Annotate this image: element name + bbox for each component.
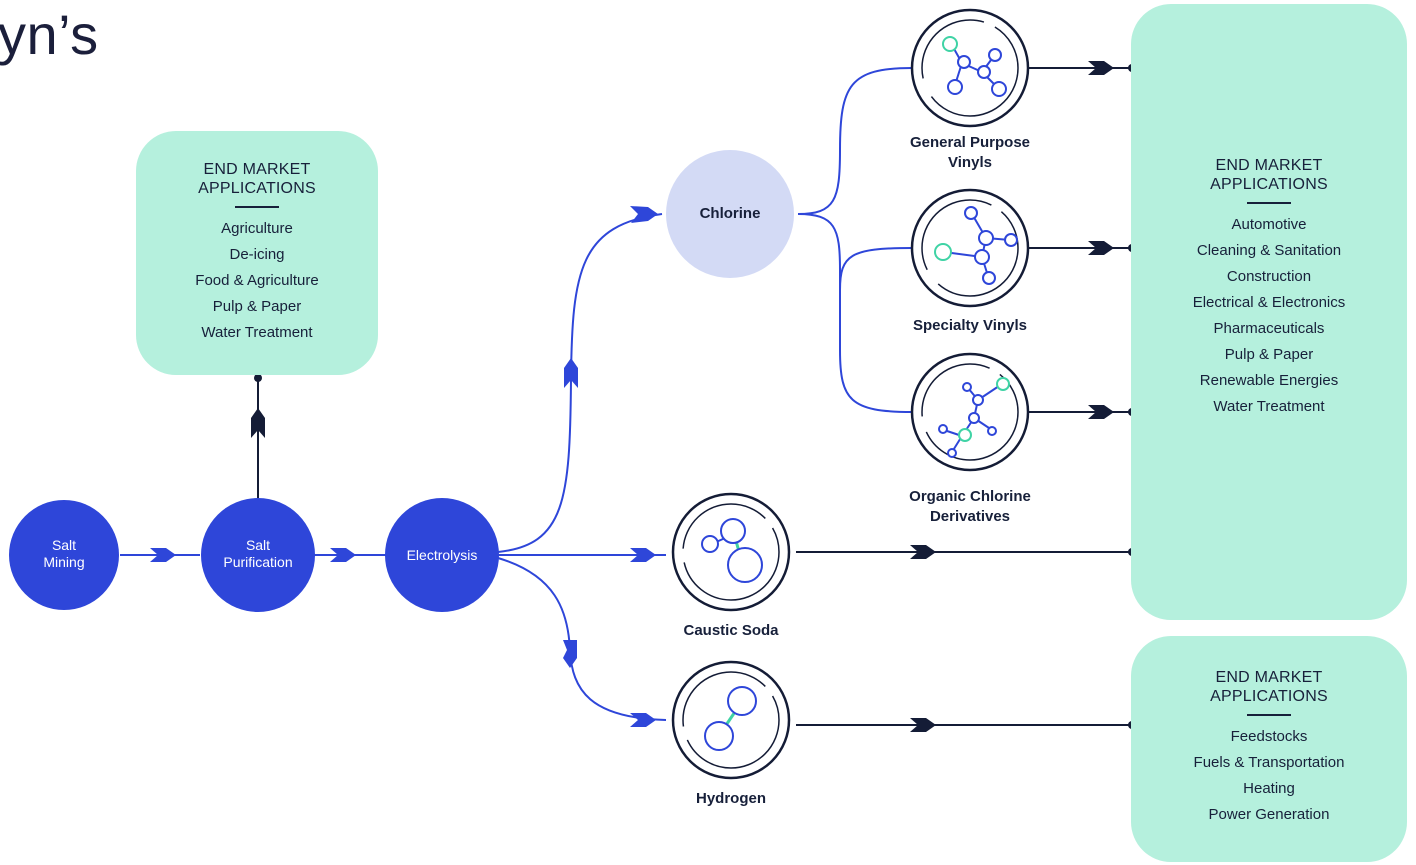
panel-item: Water Treatment [201,324,313,341]
connector-products-to-applications [796,61,1136,732]
flow-arrow [910,718,936,732]
flow-arrow [1088,405,1114,419]
flow-arrow [630,548,656,562]
panel-divider [1247,714,1291,716]
connector-purification-to-salt-applications [251,374,265,498]
specialty-vinyls-icon [910,188,1030,308]
general-purpose-vinyls-icon [910,8,1030,128]
salt-mining-label: Salt Mining [43,537,85,570]
hydrogen-label: Hydrogen [695,790,766,807]
salt-purification-label: Salt Purification [223,537,293,570]
panel-item: Electrical & Electronics [1192,294,1346,311]
caustic-soda-icon [671,492,791,612]
flow-arrow [564,358,578,388]
flow-arrow [630,713,656,727]
panel-item: Automotive [1231,216,1307,233]
salt-purification-node [201,498,315,612]
connector-electrolysis-to-hydrogen [497,557,667,727]
panel-item: Pulp & Paper [1224,346,1314,363]
panel-item: Agriculture [221,220,293,237]
panel-item: Construction [1226,268,1312,285]
organic-chlorine-derivatives-icon [910,352,1030,472]
specialty-vinyls-label: Specialty Vinyls [913,317,1027,334]
panel-item: Renewable Energies [1199,372,1339,389]
chlorine-caustic-end-market-panel: END MARKET APPLICATIONS Automotive Clean… [1131,4,1407,620]
connector-purification-to-electrolysis [314,548,388,562]
connector-electrolysis-to-caustic-soda [498,548,666,562]
hydrogen-end-market-panel: END MARKET APPLICATIONS Feedstocks Fuels… [1131,636,1407,862]
panel-title: END MARKET APPLICATIONS [1210,669,1328,705]
flow-arrow [251,408,265,438]
flow-arrow [330,548,356,562]
connector-mining-to-purification [120,548,200,562]
panel-item: De-icing [229,246,285,263]
panel-item: Heating [1243,780,1295,797]
chlorine-label: Chlorine [699,205,761,222]
panel-item: Pulp & Paper [212,298,302,315]
panel-title: END MARKET APPLICATIONS [1210,157,1328,193]
flow-arrow [563,640,577,668]
flow-arrow [1088,241,1114,255]
panel-item: Water Treatment [1213,398,1325,415]
panel-divider [1247,202,1291,204]
panel-item: Feedstocks [1230,728,1308,745]
flow-arrow [1088,61,1114,75]
electrolysis-label: Electrolysis [406,547,478,563]
panel-divider [235,206,279,208]
general-purpose-vinyls-label: General Purpose Vinyls [909,134,1031,171]
panel-item: Pharmaceuticals [1213,320,1325,337]
panel-title: END MARKET APPLICATIONS [198,161,316,197]
panel-item: Cleaning & Sanitation [1196,242,1342,259]
connector-chlorine-to-vinyls [797,67,913,413]
page-title: yn’s [0,3,99,66]
salt-mining-node [9,500,119,610]
chlorine-node [666,150,794,278]
flow-arrow [910,545,936,559]
panel-item: Fuels & Transportation [1193,754,1345,771]
flow-arrow [150,548,176,562]
connector-electrolysis-to-chlorine [497,206,663,553]
hydrogen-icon [671,660,791,780]
panel-item: Power Generation [1208,806,1330,823]
electrolysis-node [385,498,499,612]
salt-end-market-panel: END MARKET APPLICATIONS Agriculture De-i… [136,131,378,375]
organic-chlorine-derivatives-label: Organic Chlorine Derivatives [909,488,1031,525]
panel-item: Food & Agriculture [195,272,319,289]
flow-arrow [630,206,658,223]
caustic-soda-label: Caustic Soda [683,622,779,639]
